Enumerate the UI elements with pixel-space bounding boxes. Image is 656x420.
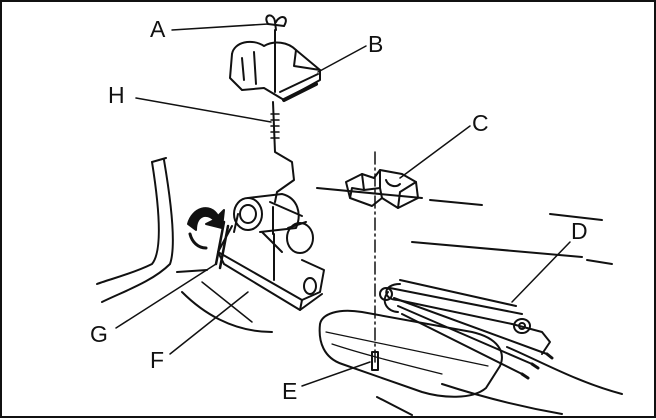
part-c-stowage-block <box>345 169 419 209</box>
part-g-jack-handle <box>187 207 230 270</box>
part-b-retainer-bracket <box>229 40 321 102</box>
vehicle-body-lines <box>96 157 623 416</box>
lower-bolt <box>371 351 379 371</box>
callout-label-b: B <box>368 31 384 57</box>
leader-lines <box>115 23 571 387</box>
part-a-wing-nut <box>265 14 287 31</box>
part-d-wheel-wrench <box>379 279 554 380</box>
callout-label-c: C <box>472 110 489 136</box>
leader-g <box>115 263 217 329</box>
leader-f <box>169 291 249 355</box>
callout-label-d: D <box>571 218 588 244</box>
leader-b <box>317 45 367 73</box>
callout-label-a: A <box>150 16 166 42</box>
callout-label-e: E <box>282 378 298 404</box>
part-e-tool-pad <box>318 309 503 398</box>
callout-label-g: G <box>90 321 108 347</box>
leader-e <box>301 361 371 387</box>
leader-a <box>171 23 269 31</box>
jack-assembly <box>217 193 325 311</box>
leader-d <box>511 241 571 303</box>
callout-label-f: F <box>150 347 165 373</box>
leader-h <box>135 97 272 123</box>
leader-c <box>399 125 471 179</box>
callout-label-h: H <box>108 82 125 108</box>
